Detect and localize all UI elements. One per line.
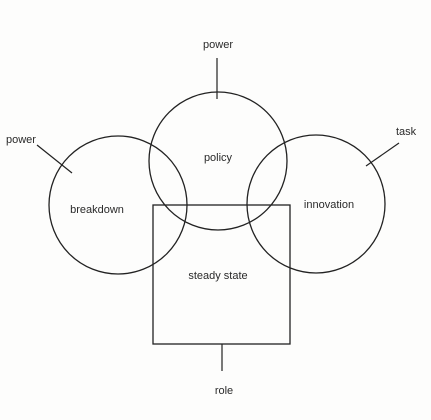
innovation-circle bbox=[246, 134, 386, 274]
innovation-label: innovation bbox=[304, 199, 354, 211]
policy-label: policy bbox=[204, 152, 233, 164]
breakdown-label: breakdown bbox=[70, 204, 124, 216]
left-power-label: power bbox=[6, 134, 36, 146]
role-label: role bbox=[215, 385, 233, 397]
steady-state-label: steady state bbox=[188, 270, 247, 282]
policy-circle bbox=[148, 91, 288, 231]
top-power-label: power bbox=[203, 39, 233, 51]
left-power-pointer bbox=[36, 144, 73, 174]
task-label: task bbox=[396, 126, 417, 138]
task-pointer bbox=[365, 142, 400, 167]
